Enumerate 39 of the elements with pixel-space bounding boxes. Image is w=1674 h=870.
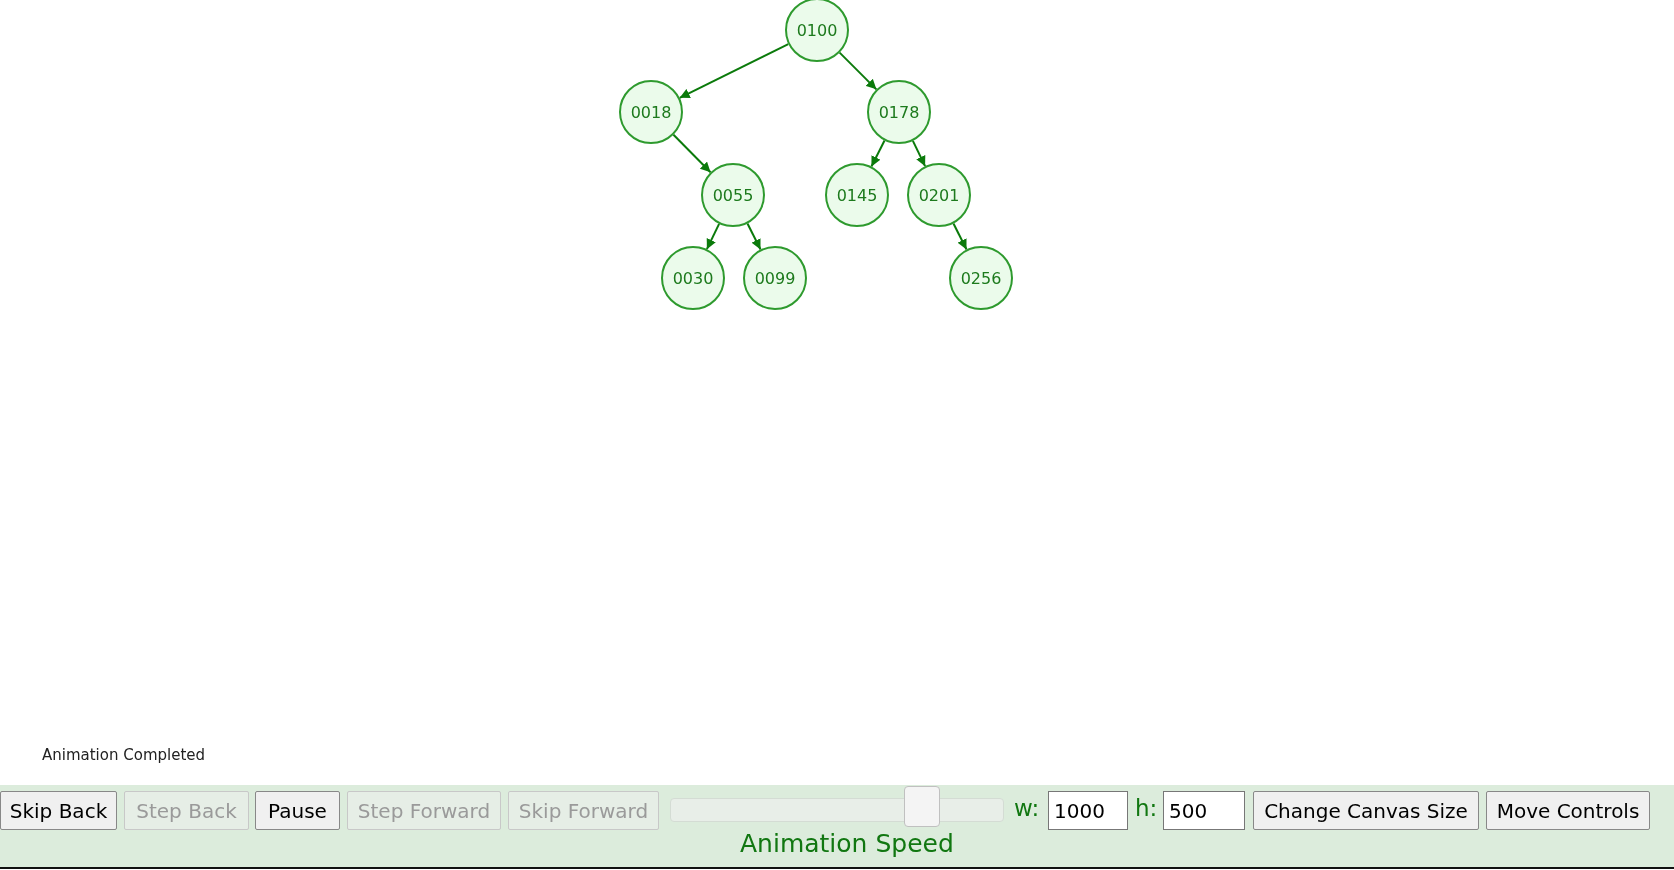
node-key: 0100 xyxy=(796,20,838,40)
node-key: 0145 xyxy=(836,185,878,205)
step-back-button: Step Back xyxy=(124,791,249,830)
arrow xyxy=(672,133,712,174)
slider-label: Animation Speed xyxy=(740,829,954,858)
tree-node-circle xyxy=(907,163,971,227)
tree-node-circle xyxy=(949,246,1013,310)
node-key: 0055 xyxy=(712,185,754,205)
arrow xyxy=(678,43,790,99)
skip-back-button: Skip Back xyxy=(0,791,117,830)
node-key: 0099 xyxy=(754,268,796,288)
tree-node-circle xyxy=(661,246,725,310)
move-controls-button: Move Controls xyxy=(1486,791,1650,830)
arrow xyxy=(870,139,886,168)
tree-node-circle xyxy=(619,80,683,144)
change-canvas-size-button: Change Canvas Size xyxy=(1253,791,1479,830)
arrow xyxy=(838,51,878,91)
height-input-field: 500 xyxy=(1163,791,1245,830)
status-text: Animation Completed xyxy=(42,746,206,764)
height-label: h: xyxy=(1135,795,1158,821)
pause-button: Pause xyxy=(255,791,340,830)
skip-forward-button: Skip Forward xyxy=(508,791,659,830)
width-label: w: xyxy=(1014,795,1040,821)
arrow xyxy=(911,139,927,168)
tree-node-circle xyxy=(785,0,849,62)
node-key: 0256 xyxy=(960,268,1002,288)
node-key: 0030 xyxy=(672,268,714,288)
width-input-field: 1000 xyxy=(1048,791,1128,830)
tree-node-circle xyxy=(743,246,807,310)
tree-node-circle xyxy=(825,163,889,227)
node-key: 0178 xyxy=(878,102,920,122)
tree-node-circle xyxy=(701,163,765,227)
arrow xyxy=(746,222,762,251)
tree-node-circle xyxy=(867,80,931,144)
node-key: 0018 xyxy=(630,102,672,122)
arrow xyxy=(705,222,721,251)
node-key: 0201 xyxy=(918,185,960,205)
step-forward-button: Step Forward xyxy=(347,791,501,830)
arrow xyxy=(952,222,968,251)
